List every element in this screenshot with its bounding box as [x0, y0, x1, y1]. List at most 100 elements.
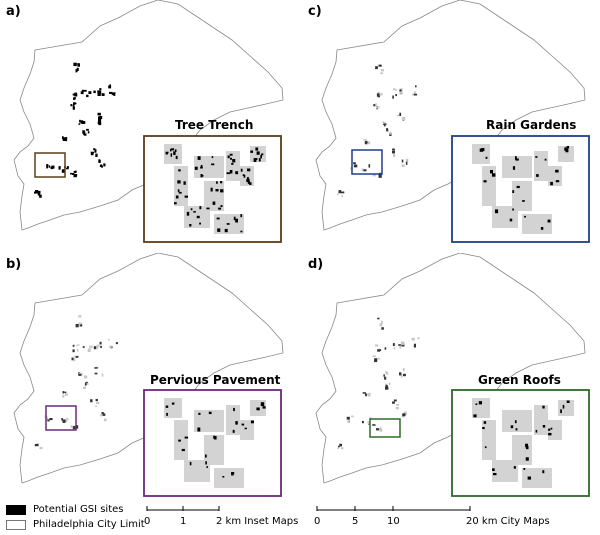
- gsi-site: [393, 88, 396, 91]
- gsi-site: [65, 139, 68, 142]
- inset-parcel-group: [492, 460, 518, 482]
- gsi-site: [413, 93, 418, 96]
- gsi-site: [46, 164, 49, 166]
- inset-parcel: [512, 181, 532, 211]
- gsi-site: [393, 343, 395, 346]
- gsi-site: [99, 88, 102, 91]
- inset-gsi-site: [250, 150, 253, 153]
- gsi-site: [100, 345, 102, 348]
- inset-parcel-group: [184, 206, 210, 228]
- site-cluster: [411, 337, 420, 348]
- inset-parcel: [548, 166, 562, 186]
- inset-gsi-site: [197, 156, 201, 160]
- site-cluster: [73, 62, 80, 73]
- inset-gsi-site: [181, 448, 185, 452]
- inset-gsi-site: [231, 162, 234, 165]
- inset-title: Tree Trench: [175, 118, 254, 132]
- site-cluster: [392, 88, 398, 99]
- gsi-site: [395, 89, 398, 91]
- inset-gsi-site: [565, 148, 569, 153]
- gsi-site: [99, 90, 102, 95]
- gsi-site: [61, 169, 65, 173]
- inset-parcel-group: [174, 166, 188, 206]
- site-cluster: [70, 425, 79, 430]
- inset-gsi-site: [226, 172, 230, 175]
- inset-parcel-group: [472, 398, 490, 418]
- site-cluster: [98, 159, 106, 168]
- gsi-site: [362, 392, 366, 394]
- inset-gsi-site: [165, 152, 168, 155]
- gsi-site: [405, 161, 408, 165]
- inset-gsi-site: [242, 174, 245, 176]
- gsi-site: [50, 166, 54, 170]
- inset-parcel-group: [534, 151, 548, 181]
- inset-gsi-site: [166, 412, 168, 416]
- scale-tick-label: 1: [180, 516, 187, 527]
- inset-gsi-site: [258, 158, 261, 162]
- site-cluster: [399, 367, 406, 378]
- gsi-site: [77, 64, 80, 67]
- inset-gsi-site: [492, 468, 495, 471]
- gsi-site: [400, 341, 405, 345]
- inset-gsi-site: [540, 227, 544, 230]
- site-cluster: [71, 355, 79, 362]
- gsi-site: [415, 85, 417, 88]
- gsi-site: [375, 344, 379, 347]
- gsi-site: [368, 164, 371, 168]
- inset-gsi-site: [244, 427, 247, 430]
- site-cluster: [375, 344, 382, 352]
- gsi-site: [76, 348, 79, 352]
- inset-gsi-site: [174, 202, 177, 205]
- gsi-site: [72, 106, 75, 110]
- site-cluster: [62, 136, 68, 142]
- gsi-site: [76, 425, 79, 429]
- gsi-site: [372, 424, 376, 426]
- inset-gsi-site: [210, 187, 213, 192]
- inset-gsi-site: [200, 174, 203, 178]
- gsi-site: [378, 349, 382, 352]
- gsi-site: [78, 315, 82, 318]
- gsi-site: [373, 173, 376, 177]
- gsi-site: [104, 418, 107, 422]
- inset-gsi-site: [235, 218, 238, 223]
- gsi-site: [340, 191, 345, 194]
- inset-gsi-site: [183, 181, 186, 185]
- scalebar-line: [146, 506, 220, 511]
- inset-gsi-site: [478, 401, 482, 405]
- gsi-site: [115, 342, 118, 345]
- inset-gsi-site: [184, 195, 188, 198]
- city-boundary: [315, 0, 586, 231]
- panel-green-roofs: d) Green Roofs: [302, 253, 600, 508]
- inset-parcel-group: [226, 151, 240, 181]
- inset-gsi-site: [215, 189, 219, 192]
- gsi-site: [76, 344, 80, 346]
- inset-parcel: [492, 460, 518, 482]
- gsi-site: [71, 357, 74, 361]
- gsi-site: [80, 91, 84, 95]
- site-cluster: [399, 88, 403, 95]
- inset-parcel: [240, 166, 254, 186]
- inset-gsi-site: [535, 429, 538, 433]
- site-cluster: [385, 382, 391, 390]
- gsi-site: [93, 346, 97, 350]
- inset-gsi-site: [512, 208, 514, 211]
- gsi-site: [62, 169, 65, 171]
- gsi-site: [353, 164, 358, 168]
- inset-parcel: [502, 410, 532, 432]
- inset-parcel-group: [548, 420, 562, 440]
- panel-rain-gardens: c) Rain Gardens: [302, 0, 600, 255]
- gsi-site: [34, 444, 37, 447]
- gsi-site: [417, 337, 420, 340]
- gsi-site: [81, 89, 85, 92]
- inset-gsi-site: [199, 206, 202, 210]
- gsi-site: [65, 393, 68, 396]
- gsi-site: [374, 358, 378, 362]
- gsi-site: [109, 84, 111, 86]
- inset-gsi-site: [240, 230, 243, 233]
- site-cluster: [401, 411, 407, 418]
- inset-gsi-site: [253, 158, 257, 162]
- inset-gsi-site: [510, 425, 514, 429]
- inset-parcel: [194, 410, 224, 432]
- gsi-site: [377, 357, 380, 360]
- inset-gsi-site: [170, 153, 173, 157]
